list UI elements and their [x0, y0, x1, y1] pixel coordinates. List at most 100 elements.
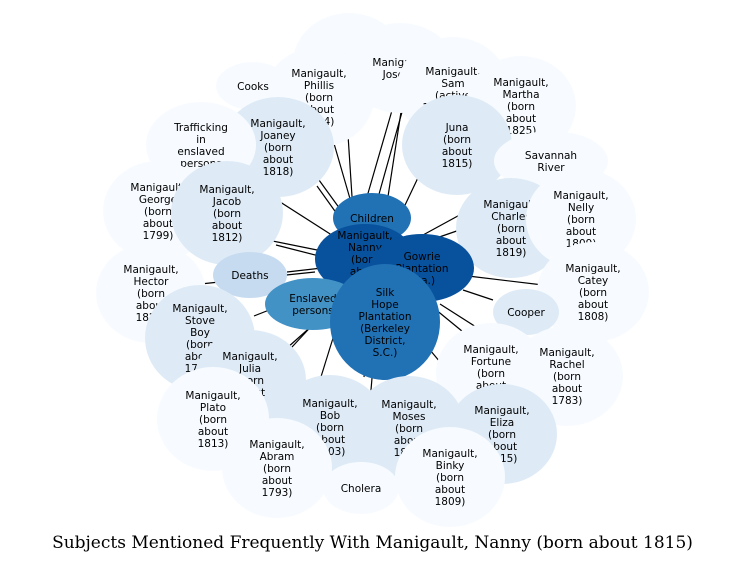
node-cooper-bubble: [493, 289, 559, 335]
node-hector-label: Manigault,Hector(bornabout1820): [123, 264, 178, 324]
node-jacob-label-line: (born: [213, 208, 241, 220]
node-julia-label-line: Julia: [238, 363, 261, 375]
node-juna-label-line: (born: [443, 134, 471, 146]
node-children-label: Children: [350, 213, 394, 225]
node-catey-label-line: Catey: [578, 275, 609, 287]
node-trafficking-label-line: in: [196, 134, 206, 146]
node-sam-label-line: Sam: [441, 78, 464, 90]
node-binky-label-line: 1809): [435, 496, 466, 508]
node-layer: Manigault,MaryManigault,JosephManigault,…: [96, 13, 649, 527]
node-hector-label-line: Hector: [134, 276, 170, 288]
node-plato-label-line: Manigault,: [185, 390, 240, 402]
node-nelly-label-line: Manigault,: [553, 190, 608, 202]
node-fortune-label-line: Manigault,: [463, 344, 518, 356]
node-martha-label-line: Martha: [502, 89, 539, 101]
node-stoveboy-label-line: Boy: [190, 327, 210, 339]
node-george-label-line: Manigault,: [130, 182, 185, 194]
node-binky-label-line: about: [435, 484, 465, 496]
node-enslaved-label-line: Enslaved: [289, 293, 336, 305]
node-binky-label-line: Binky: [436, 460, 465, 472]
node-abram-label-line: 1793): [262, 487, 293, 499]
node-silkhope-label-line: District,: [364, 335, 405, 347]
node-nelly-label-line: about: [566, 226, 596, 238]
node-abram-bubble: [222, 418, 332, 518]
node-juna-bubble: [402, 95, 512, 195]
node-bob-label-line: (born: [316, 422, 344, 434]
node-cooper-label: Cooper: [507, 307, 545, 319]
node-catey-label-line: about: [578, 299, 608, 311]
node-charles-label-line: Manigault,: [483, 199, 538, 211]
node-george-label-line: 1799): [143, 230, 174, 242]
node-julia-label-line: Manigault,: [222, 351, 277, 363]
node-george-label-line: George: [139, 194, 177, 206]
node-silkhope-label-line: Hope: [371, 299, 398, 311]
node-charles-label-line: (born: [497, 223, 525, 235]
diagram-caption: Subjects Mentioned Frequently With Manig…: [52, 533, 693, 553]
node-jacob-label-line: about: [212, 220, 242, 232]
node-catey-label-line: (born: [579, 287, 607, 299]
node-fortune-label-line: (born: [477, 368, 505, 380]
node-fortune-label-line: Fortune: [471, 356, 511, 368]
node-stoveboy-label-line: Stove: [185, 315, 215, 327]
node-martha-label-line: about: [506, 113, 536, 125]
node-rachel-label-line: Rachel: [549, 359, 584, 371]
node-catey-label-line: Manigault,: [565, 263, 620, 275]
node-moses-label-line: (born: [395, 423, 423, 435]
node-jacob-bubble: [171, 161, 283, 265]
node-bob-label-line: Bob: [320, 410, 341, 422]
node-trafficking-label-line: Trafficking: [173, 122, 228, 134]
node-phillis-label-line: Phillis: [304, 80, 334, 92]
node-cooper: Cooper: [493, 289, 559, 335]
node-cholera-label: Cholera: [341, 483, 382, 495]
node-jacob-label-line: 1812): [212, 232, 243, 244]
node-cooks-label-line: Cooks: [237, 81, 269, 93]
node-cholera-label-line: Cholera: [341, 483, 382, 495]
node-silkhope-label-line: Plantation: [358, 311, 411, 323]
node-juna-label-line: about: [442, 146, 472, 158]
node-binky-label-line: Manigault,: [422, 448, 477, 460]
edge-deaths: [286, 267, 323, 273]
node-plato-label-line: Plato: [200, 402, 226, 414]
node-plato-label-line: 1813): [198, 438, 229, 450]
node-charles-label-line: about: [496, 235, 526, 247]
node-joaney-label-line: Joaney: [259, 130, 295, 142]
node-silkhope-label-line: (Berkeley: [360, 323, 410, 335]
node-silkhope-label-line: Silk: [376, 287, 395, 299]
node-children-label-line: Children: [350, 213, 394, 225]
node-nanny-label-line: Manigault,: [337, 230, 392, 242]
node-martha-label-line: (born: [507, 101, 535, 113]
node-charles-label-line: Charles: [491, 211, 531, 223]
node-jacob-label-line: Manigault,: [199, 184, 254, 196]
node-rachel-label-line: (born: [553, 371, 581, 383]
node-nelly-label-line: Nelly: [568, 202, 594, 214]
node-juna-label-line: Juna: [445, 122, 469, 134]
node-silkhope-label-line: S.C.): [373, 347, 398, 359]
node-deaths-label: Deaths: [231, 270, 268, 282]
node-catey-label-line: 1808): [578, 311, 609, 323]
node-joaney-label-line: Manigault,: [250, 118, 305, 130]
node-deaths-bubble: [213, 252, 287, 298]
node-george-label-line: (born: [144, 206, 172, 218]
node-cooper-label-line: Cooper: [507, 307, 545, 319]
node-abram-label-line: (born: [263, 463, 291, 475]
node-rachel-label-line: 1783): [552, 395, 583, 407]
node-eliza-label-line: Manigault,: [474, 405, 529, 417]
node-silkhope-bubble: [330, 264, 440, 380]
node-cholera: Cholera: [323, 462, 399, 514]
node-jacob-label-line: Jacob: [212, 196, 242, 208]
